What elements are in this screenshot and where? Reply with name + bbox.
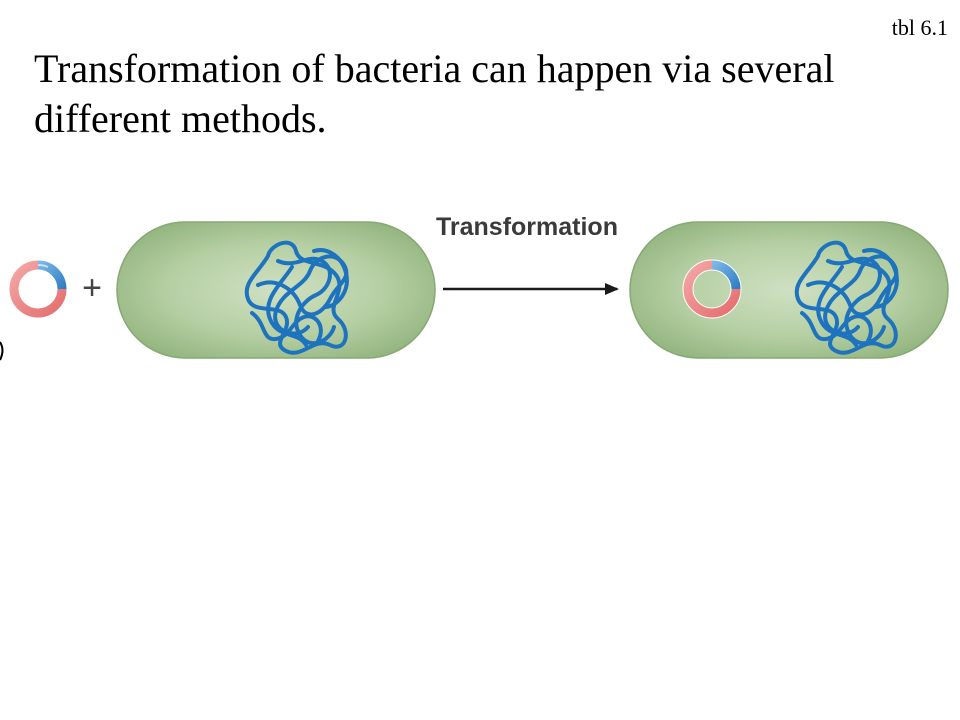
chromosome bbox=[244, 240, 349, 355]
edge-fragment bbox=[0, 341, 4, 361]
table-reference: tbl 6.1 bbox=[891, 15, 948, 40]
bacterial-cell-before bbox=[116, 221, 436, 359]
transformation-diagram: + Transformation bbox=[0, 195, 960, 380]
process-label: Transformation bbox=[436, 213, 618, 241]
slide-heading: Transformation of bacteria can happen vi… bbox=[34, 46, 835, 141]
plus-sign: + bbox=[82, 269, 102, 307]
diagram-canvas: + Transformation bbox=[0, 213, 949, 361]
plasmid-internalized bbox=[682, 259, 742, 319]
plasmid-free bbox=[8, 259, 68, 319]
bacterial-cell-after bbox=[629, 221, 949, 359]
chromosome bbox=[794, 240, 899, 355]
